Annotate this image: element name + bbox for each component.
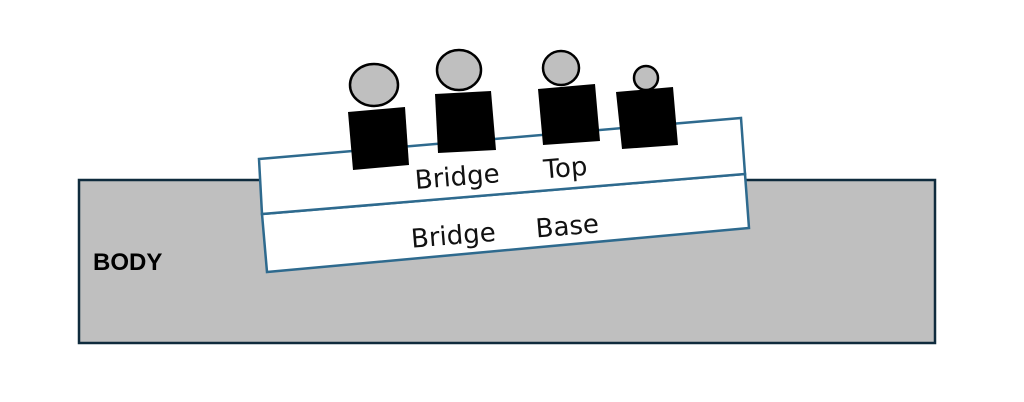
- body-label: BODY: [93, 249, 162, 276]
- figure-3-body: [538, 84, 600, 145]
- figure-3-head: [541, 49, 581, 87]
- figure-1-body: [348, 107, 409, 170]
- figure-1: [348, 62, 409, 170]
- figure-2-head: [435, 48, 483, 92]
- figure-4: [616, 64, 678, 149]
- figure-2-body: [435, 91, 496, 153]
- bridge-base-label-word2: Base: [534, 209, 600, 244]
- bridge-base-label-word1: Bridge: [410, 218, 497, 255]
- figure-3: [538, 49, 600, 145]
- figure-1-head: [348, 62, 400, 108]
- figure-4-head: [632, 64, 660, 92]
- figure-2: [435, 48, 496, 153]
- bridge-top-label-word1: Bridge: [414, 159, 501, 196]
- figure-4-body: [616, 87, 678, 149]
- bridge-top-label-word2: Top: [541, 152, 588, 186]
